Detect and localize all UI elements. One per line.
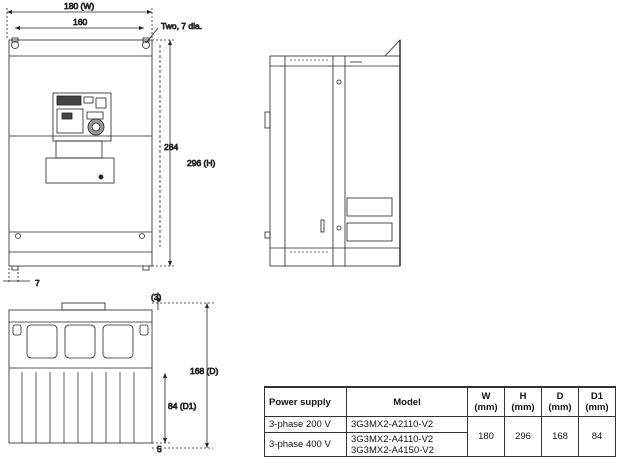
header-d1: D1(mm) [578,386,616,417]
header-h: H(mm) [504,386,542,417]
bottom-gap-dim: 5 [157,444,162,454]
height-dim: 296 (H) [187,158,216,168]
d-value: 168 [541,416,579,457]
spec-table: Power supply Model W(mm) H(mm) D(mm) D1(… [264,386,616,457]
inner-height-dim: 284 [164,142,178,152]
depth-dim: 168 (D) [190,366,219,376]
width-dim: 180 (W) [64,1,94,11]
model-cell: 3G3MX2-A2110-V2 [346,416,468,433]
holes-label: Two, 7 dia. [161,21,202,31]
bottom-view: (3) 168 (D) 84 (D1) 5 [8,292,219,454]
header-power: Power supply [264,386,347,417]
d1-value: 84 [578,416,616,457]
header-w: W(mm) [467,386,505,417]
table-header-row: Power supply Model W(mm) H(mm) D(mm) D1(… [264,386,616,417]
front-view: 180 (W) 160 Two, 7 dia. [3,1,216,288]
table-row: 3-phase 200 V 3G3MX2-A2110-V2 180 296 16… [264,416,616,457]
w-value: 180 [467,416,505,457]
header-d: D(mm) [541,386,579,417]
side-view [264,38,401,267]
power-cell: 3-phase 400 V [264,432,347,457]
header-model: Model [346,386,468,417]
power-cell: 3-phase 200 V [264,416,347,433]
inner-width-dim: 160 [73,17,87,27]
left-margin-dim: 7 [35,278,40,288]
h-value: 296 [504,416,542,457]
top-gap-dim: (3) [151,292,162,302]
d1-dim: 84 (D1) [168,401,197,411]
